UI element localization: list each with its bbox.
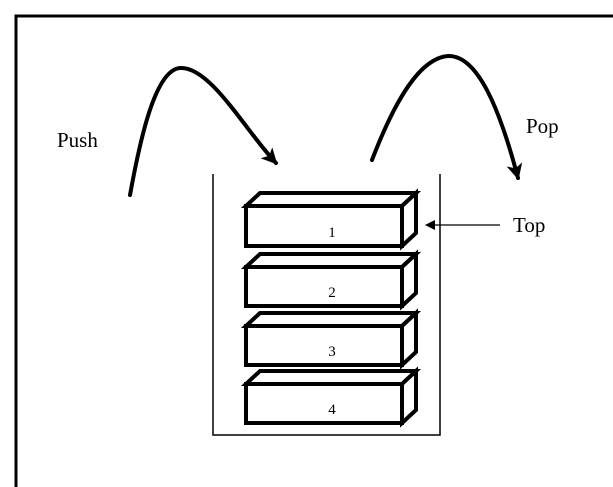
stack-item: 4 [240, 366, 422, 428]
stack-item-label: 1 [328, 225, 336, 241]
stack-item: 2 [240, 249, 422, 311]
pop-arrow [370, 53, 523, 180]
stack-item-label: 3 [328, 344, 336, 360]
top-label: Top [513, 213, 545, 237]
push-label: Push [57, 128, 98, 152]
stack-item-label: 2 [328, 285, 336, 301]
push-arrow [128, 65, 278, 197]
stack-item: 1 [240, 188, 422, 251]
pop-label: Pop [526, 114, 559, 138]
stack-item: 3 [240, 308, 422, 370]
stack-container [212, 174, 441, 436]
diagram-frame [14, 14, 613, 487]
stack-item-label: 4 [328, 402, 336, 418]
